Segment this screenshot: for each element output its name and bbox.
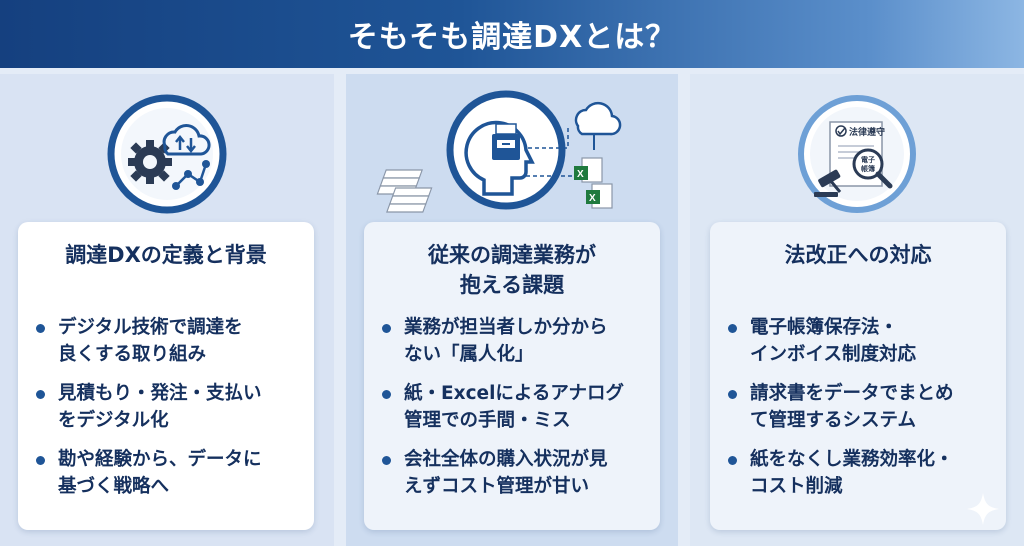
column-definition: 調達DXの定義と背景 デジタル技術で調達を良くする取り組み 見積もり・発注・支払… xyxy=(0,74,334,546)
legal-document-icon: 法律遵守 電子 帳簿 xyxy=(798,95,916,213)
gear-cloud-icon xyxy=(107,94,227,214)
bullet-dot xyxy=(36,390,45,399)
page-title: そもそも調達DXとは？ xyxy=(347,20,677,55)
card-title: 法改正への対応 xyxy=(784,243,932,267)
sparkle-icon xyxy=(967,493,999,525)
list-item: 紙をなくし業務効率化・コスト削減 xyxy=(728,446,996,500)
head-folder-cloud-icon: X X xyxy=(376,90,622,213)
card-legal: 法改正への対応 電子帳簿保存法・インボイス制度対応 請求書をデータでまとめて管理… xyxy=(710,222,1006,530)
list-item: 紙・Excelによるアナログ管理での手間・ミス xyxy=(382,380,650,434)
svg-text:X: X xyxy=(589,193,596,204)
list-item: 請求書をデータでまとめて管理するシステム xyxy=(728,380,996,434)
card-challenges: 従来の調達業務が 抱える課題 業務が担当者しか分からない「属人化」 紙・Exce… xyxy=(364,222,660,530)
list-item: 会社全体の購入状況が見えずコスト管理が甘い xyxy=(382,446,650,500)
column-challenges: X X 従来の調達業務が 抱える課題 業務が担当者しか分からない「属人化」 紙・… xyxy=(346,74,678,546)
svg-text:法律遵守: 法律遵守 xyxy=(849,126,885,138)
bullet-dot xyxy=(36,324,45,333)
card-definition: 調達DXの定義と背景 デジタル技術で調達を良くする取り組み 見積もり・発注・支払… xyxy=(18,222,314,530)
svg-text:電子: 電子 xyxy=(861,155,875,164)
bullet-dot xyxy=(728,390,737,399)
bullet-dot xyxy=(382,324,391,333)
bullet-dot xyxy=(382,390,391,399)
card-title: 調達DXの定義と背景 xyxy=(65,243,267,267)
bullet-list: 業務が担当者しか分からない「属人化」 紙・Excelによるアナログ管理での手間・… xyxy=(382,314,650,512)
list-item: デジタル技術で調達を良くする取り組み xyxy=(36,314,304,368)
svg-text:帳簿: 帳簿 xyxy=(861,164,875,173)
bullet-list: デジタル技術で調達を良くする取り組み 見積もり・発注・支払いをデジタル化 勘や経… xyxy=(36,314,304,512)
list-item: 業務が担当者しか分からない「属人化」 xyxy=(382,314,650,368)
list-item: 見積もり・発注・支払いをデジタル化 xyxy=(36,380,304,434)
bullet-dot xyxy=(728,324,737,333)
bullet-list: 電子帳簿保存法・インボイス制度対応 請求書をデータでまとめて管理するシステム 紙… xyxy=(728,314,996,512)
list-item: 電子帳簿保存法・インボイス制度対応 xyxy=(728,314,996,368)
bullet-dot xyxy=(382,456,391,465)
header-banner: そもそも調達DXとは？ xyxy=(0,0,1024,68)
card-title: 従来の調達業務が 抱える課題 xyxy=(428,243,596,297)
svg-text:X: X xyxy=(577,169,584,180)
bullet-dot xyxy=(728,456,737,465)
column-legal: 法律遵守 電子 帳簿 法改正への対応 電子帳簿保存法・インボイス制度対応 請求書… xyxy=(690,74,1024,546)
bullet-dot xyxy=(36,456,45,465)
list-item: 勘や経験から、データに基づく戦略へ xyxy=(36,446,304,500)
